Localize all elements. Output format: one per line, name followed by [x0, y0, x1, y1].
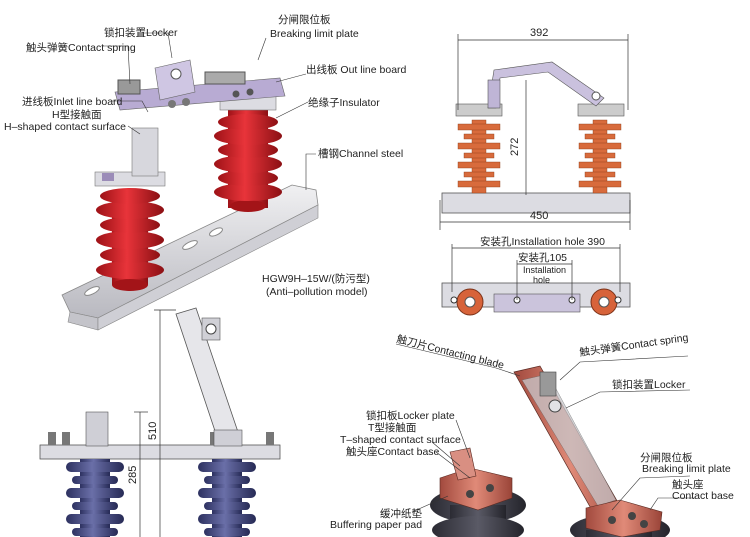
detail-view — [430, 365, 670, 537]
label-locker: 锁扣装置Locker — [104, 26, 178, 39]
dim-392: 392 — [530, 27, 548, 39]
front-view-dimensions — [439, 34, 631, 230]
label-hole-cn: 安装孔105 — [518, 251, 567, 264]
insulator-right — [214, 95, 282, 212]
label-t-contact-cn: T型接触面 — [368, 421, 416, 434]
detail-leaders — [395, 343, 696, 513]
dim-272: 272 — [509, 138, 521, 156]
install-hole-dimensions — [451, 244, 621, 300]
label-contact-base2-en: Contact base — [672, 490, 734, 502]
label-inlet-line: 进线板Inlet line board — [22, 95, 123, 108]
side-view-dimensions — [134, 309, 176, 537]
dim-450: 450 — [530, 210, 548, 222]
label-buffer-en: Buffering paper pad — [330, 519, 422, 531]
label-limit-detail-en: Breaking limit plate — [642, 463, 731, 475]
label-hole-en1: Installation — [523, 265, 566, 275]
label-h-contact-cn: H型接触面 — [52, 108, 102, 121]
label-contact-spring-detail: 触头弹簧Contact spring — [579, 331, 690, 359]
isometric-view — [61, 59, 319, 331]
label-limit-cn: 分闸限位板 — [278, 13, 331, 26]
label-out-line: 出线板 Out line board — [306, 63, 407, 76]
channel-steel — [61, 184, 319, 319]
label-install-hole: 安装孔Installation hole 390 — [480, 235, 605, 248]
label-insulator: 绝缘子Insulator — [308, 96, 380, 109]
label-locker-detail: 锁扣装置Locker — [612, 378, 686, 391]
model-title: HGW9H–15W/(防污型) — [262, 272, 370, 285]
label-channel-steel: 槽钢Channel steel — [318, 147, 403, 160]
blade-assembly — [114, 59, 286, 111]
label-buffer-cn: 缓冲纸垫 — [380, 507, 422, 520]
label-hole-en2: hole — [533, 275, 550, 285]
install-hole-view — [441, 282, 631, 316]
insulator-left — [94, 127, 166, 291]
label-locker-plate: 锁扣板Locker plate — [366, 409, 455, 422]
top-left-leaders — [102, 32, 316, 190]
label-contact-base2-cn: 触头座 — [672, 478, 704, 491]
label-contact-base: 触头座Contact base — [346, 445, 440, 458]
dim-285: 285 — [127, 466, 139, 484]
label-contacting-blade: 触刀片Contacting blade — [395, 332, 505, 371]
dim-510: 510 — [147, 422, 159, 440]
label-contact-spring: 触头弹簧Contact spring — [26, 41, 136, 54]
label-t-contact-en: T–shaped contact surface — [340, 434, 461, 446]
front-view — [441, 61, 631, 214]
label-h-contact-en: H–shaped contact surface — [4, 121, 126, 133]
model-subtitle: (Anti–pollution model) — [266, 286, 368, 298]
label-limit-detail-cn: 分闸限位板 — [640, 451, 693, 464]
label-limit-en: Breaking limit plate — [270, 28, 359, 40]
